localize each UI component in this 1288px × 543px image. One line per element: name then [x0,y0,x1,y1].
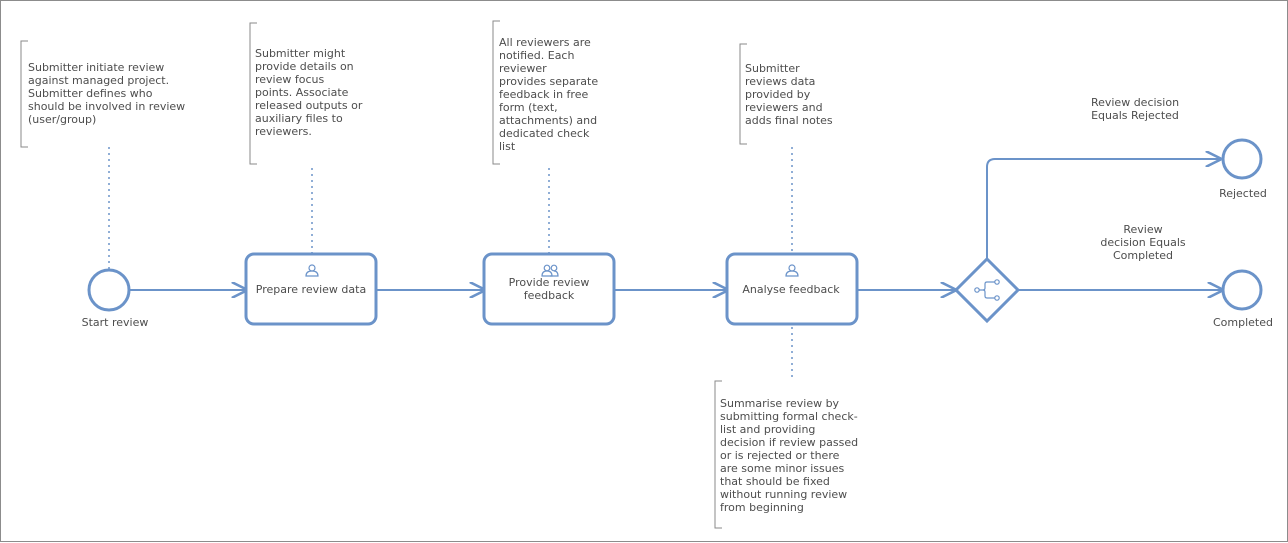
annotation-line: provides separate [499,75,598,88]
annotation-prepare[interactable]: Submitter might provide details on revie… [249,22,363,165]
annotation-line: feedback in free [499,88,588,101]
annotation-line: from beginning [720,501,804,514]
end-event-completed[interactable] [1221,269,1263,311]
annotation-line: submitting formal check- [720,410,858,423]
annotation-line: are some minor issues [720,462,844,475]
annotation-line: provided by [745,88,811,101]
annotation-line: dedicated check [499,127,590,140]
annotation-line: (user/group) [28,113,96,126]
annotation-line: form (text, [499,101,558,114]
task-analyse-feedback[interactable]: Analyse feedback [725,252,859,326]
end-event-rejected-label: Rejected [1219,187,1267,200]
flow-label-completed-line-3: Completed [1113,249,1173,262]
annotation-line: Submitter might [255,47,346,60]
annotation-line: reviewer [499,62,547,75]
annotation-summarise[interactable]: Summarise review by submitting formal ch… [714,380,858,529]
annotation-line: points. Associate [255,86,349,99]
decision-gateway-icon [974,279,1000,301]
flow-gateway-to-rejected [986,159,1220,259]
task-label-line-1: Provide review [509,276,590,289]
annotation-line: should be involved in review [28,100,185,113]
annotation-provide[interactable]: All reviewers are notified. Each reviewe… [492,20,598,165]
flow-label-rejected-line-2: Equals Rejected [1091,109,1179,122]
annotation-line: review focus [255,73,324,86]
annotation-line: All reviewers are [499,36,591,49]
annotation-line: decision if review passed [720,436,858,449]
user-task-icon [785,264,799,277]
annotation-line: that should be fixed [720,475,830,488]
end-event-rejected[interactable] [1221,138,1263,180]
multi-user-task-icon [541,264,559,277]
annotation-line: Submitter initiate review [28,61,164,74]
decision-gateway[interactable] [953,256,1021,324]
annotation-line: list [499,140,516,153]
annotation-line: list and providing [720,423,815,436]
annotation-start[interactable]: Submitter initiate review against manage… [20,40,185,148]
task-label: Analyse feedback [742,283,840,296]
annotation-line: or is rejected or there [720,449,840,462]
annotation-line: adds final notes [745,114,833,127]
annotation-line: attachments) and [499,114,597,127]
start-event[interactable] [87,268,131,312]
task-label: Prepare review data [256,283,366,296]
annotation-line: Summarise review by [720,397,840,410]
annotation-line: reviewers and [745,101,823,114]
user-task-icon [305,264,319,277]
annotation-line: without running review [720,488,847,501]
task-provide-review-feedback[interactable]: Provide review feedback [482,252,616,326]
annotation-line: provide details on [255,60,354,73]
task-label-line-2: feedback [524,289,575,302]
annotation-line: Submitter [745,62,800,75]
annotation-analyse[interactable]: Submitter reviews data provided by revie… [739,43,833,145]
flow-label-completed-line-2: decision Equals [1100,236,1186,249]
flow-label-completed-line-1: Review [1123,223,1162,236]
end-event-completed-label: Completed [1213,316,1273,329]
annotation-line: Submitter defines who [28,87,153,100]
annotation-line: notified. Each [499,49,574,62]
task-prepare-review-data[interactable]: Prepare review data [244,252,378,326]
start-event-label: Start review [82,316,149,329]
annotation-line: against managed project. [28,74,169,87]
annotation-line: auxiliary files to [255,112,343,125]
annotation-line: reviewers. [255,125,312,138]
annotation-line: reviews data [745,75,815,88]
annotation-line: released outputs or [255,99,363,112]
flow-label-rejected-line-1: Review decision [1091,96,1179,109]
